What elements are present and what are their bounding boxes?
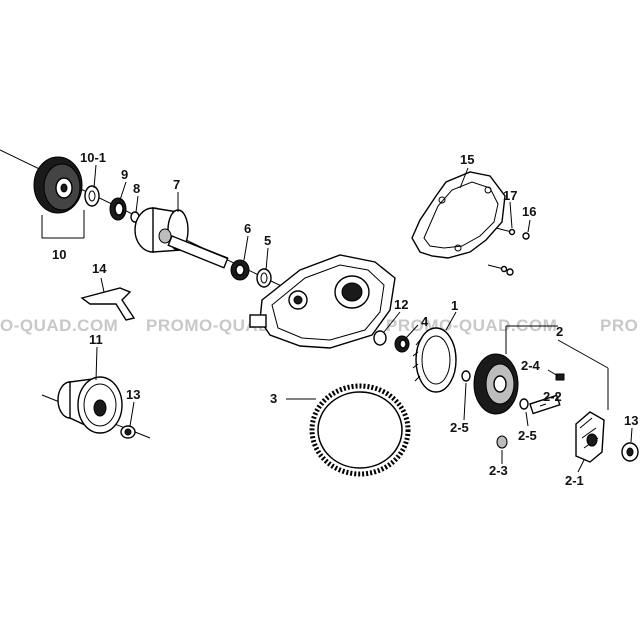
part-1-fixed-face — [412, 327, 457, 393]
callout-7: 7 — [173, 177, 180, 192]
callout-2-2: 2-2 — [543, 389, 562, 404]
part-2-1-ramp-plate — [575, 411, 605, 463]
part-11-drive-pulley — [41, 376, 151, 439]
part-12-o-ring — [373, 330, 387, 346]
callout-2-3: 2-3 — [489, 463, 508, 478]
callout-labels: 10-1 9 8 7 10 6 5 14 15 17 16 11 13 12 4… — [52, 150, 638, 488]
part-2-5-washer — [461, 370, 471, 382]
callout-9: 9 — [121, 167, 128, 182]
leader-lines — [41, 164, 633, 473]
callout-10: 10 — [52, 247, 66, 262]
part-2-3-spacer — [496, 435, 508, 449]
part-7-driven-pulley-shaft — [134, 207, 229, 269]
part-2-5-slider — [519, 398, 529, 410]
callout-11: 11 — [89, 332, 103, 347]
part-2-variator — [473, 353, 519, 415]
part-2-4-clip — [555, 373, 565, 381]
part-3-drive-belt — [309, 383, 411, 477]
callout-15: 15 — [460, 152, 474, 167]
part-15-cover — [411, 171, 506, 259]
callout-13-left: 13 — [126, 387, 140, 402]
callout-2-4: 2-4 — [521, 358, 541, 373]
callout-4: 4 — [421, 314, 429, 329]
callout-10-1: 10-1 — [80, 150, 106, 165]
part-10-clutch-drum — [33, 156, 83, 214]
part-4-collar — [394, 335, 410, 353]
part-5-seal — [256, 268, 272, 288]
part-16-washers — [506, 232, 530, 276]
part-13-nut-left — [120, 425, 136, 439]
transmission-case — [249, 254, 396, 349]
part-17-bolts — [487, 227, 516, 273]
part-10-1-washer — [84, 185, 100, 207]
callout-6: 6 — [244, 221, 251, 236]
callout-2: 2 — [556, 324, 563, 339]
callout-16: 16 — [522, 204, 536, 219]
callout-2-1: 2-1 — [565, 473, 584, 488]
watermark-left: O-QUAD.COM — [0, 316, 118, 335]
callout-3: 3 — [270, 391, 277, 406]
callout-2-5-left: 2-5 — [450, 420, 469, 435]
watermark-right: PRO — [600, 316, 638, 335]
callout-17: 17 — [503, 188, 517, 203]
part-14-shift-fork — [80, 287, 136, 321]
callout-12: 12 — [394, 297, 408, 312]
callout-2-5-right: 2-5 — [518, 428, 537, 443]
callout-14: 14 — [92, 261, 107, 276]
callout-13-right: 13 — [624, 413, 638, 428]
callout-5: 5 — [264, 233, 271, 248]
callout-1: 1 — [451, 298, 458, 313]
part-6-bearing — [230, 259, 250, 281]
part-9-bearing — [109, 197, 127, 221]
part-13-nut-right — [621, 442, 639, 462]
callout-8: 8 — [133, 181, 140, 196]
